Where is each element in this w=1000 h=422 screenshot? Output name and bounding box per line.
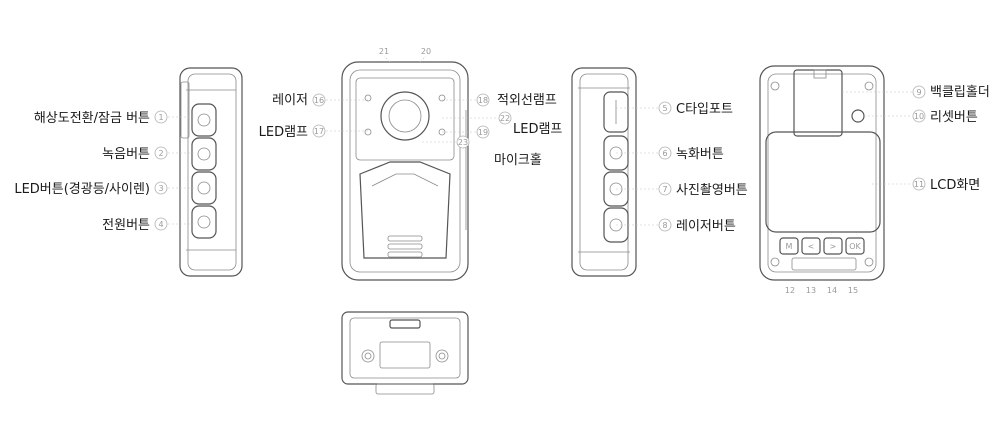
callout-number-1: 1 <box>158 113 163 122</box>
callout-number-5: 5 <box>662 104 667 113</box>
side-button-1 <box>191 103 217 137</box>
callout-number-2: 2 <box>158 149 163 158</box>
callout-number-3: 3 <box>158 184 163 193</box>
leader-lines <box>168 55 912 226</box>
label-laser-button: 레이저버튼 <box>676 219 736 234</box>
front-view <box>341 61 469 281</box>
camera-lens-icon <box>380 91 430 141</box>
back-view: M < > OK <box>759 65 885 281</box>
callout-number-12: 12 <box>785 286 795 295</box>
ok-button-glyph: OK <box>849 242 861 251</box>
back-buttons: M < > OK <box>779 237 865 255</box>
label-c-type-port: C타입포트 <box>676 102 733 117</box>
reset-button-icon <box>851 109 865 123</box>
callout-number-19: 19 <box>478 128 488 137</box>
label-led-button: LED버튼(경광등/사이렌) <box>14 182 150 197</box>
label-mic-hole: 마이크홀 <box>494 153 542 168</box>
callout-number-14: 14 <box>827 286 837 295</box>
callout-number-10: 10 <box>914 112 924 121</box>
label-resolution-lock-button: 해상도전환/잠금 버튼 <box>34 111 150 126</box>
callout-number-15: 15 <box>848 286 858 295</box>
right-button-glyph: > <box>830 242 837 251</box>
label-record-video-button: 녹화버튼 <box>676 147 724 162</box>
callout-number-22: 22 <box>500 114 510 123</box>
c-type-port-icon <box>389 319 421 329</box>
callout-number-13: 13 <box>806 286 816 295</box>
callout-numbers: 1 2 3 4 16 17 18 22 19 23 21 20 5 6 7 8 … <box>154 47 926 295</box>
label-record-audio-button: 녹음버튼 <box>102 147 150 162</box>
label-power-button: 전원버튼 <box>102 218 150 233</box>
callout-number-16: 16 <box>314 96 324 105</box>
callout-number-20: 20 <box>421 47 431 56</box>
label-back-clip-holder: 백클립홀더 <box>930 85 990 100</box>
left-button-glyph: < <box>808 242 815 251</box>
m-button-glyph: M <box>786 242 793 251</box>
callout-number-18: 18 <box>478 96 488 105</box>
side-button-4 <box>191 205 217 239</box>
left-side-view <box>179 67 243 277</box>
side-button-2 <box>191 137 217 171</box>
callout-number-23: 23 <box>458 138 468 147</box>
callout-number-11: 11 <box>914 180 924 189</box>
callout-number-21: 21 <box>379 47 389 56</box>
label-infrared-lamp: 적외선램프 <box>497 93 557 108</box>
callout-number-9: 9 <box>916 88 921 97</box>
usb-port-cover <box>603 91 629 133</box>
label-photo-button: 사진촬영버튼 <box>676 183 748 198</box>
callout-number-6: 6 <box>662 149 667 158</box>
label-led-lamp-right: LED램프 <box>513 122 562 137</box>
side-button-3 <box>191 171 217 205</box>
callout-number-4: 4 <box>158 220 163 229</box>
bottom-view <box>341 311 469 395</box>
mic-hole-icon <box>387 235 423 242</box>
label-laser: 레이저 <box>272 93 308 108</box>
back-clip-holder <box>793 69 843 137</box>
right-side-view <box>571 67 637 277</box>
callout-number-8: 8 <box>662 221 667 230</box>
callout-labels: 해상도전환/잠금 버튼 녹음버튼 LED버튼(경광등/사이렌) 전원버튼 레이저… <box>14 85 989 234</box>
label-led-lamp-left: LED램프 <box>259 125 308 140</box>
lcd-screen <box>765 131 881 233</box>
callout-number-17: 17 <box>314 127 324 136</box>
label-reset-button: 리셋버튼 <box>930 110 978 125</box>
label-lcd-screen: LCD화면 <box>930 178 980 193</box>
callout-number-7: 7 <box>662 185 667 194</box>
